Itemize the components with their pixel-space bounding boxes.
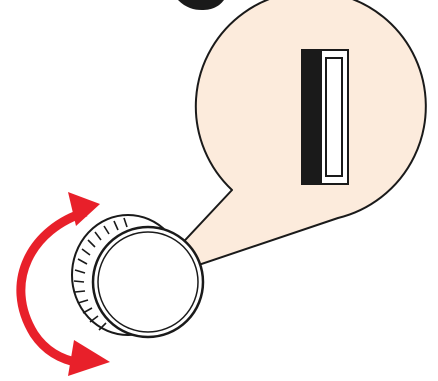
arrow-head-bottom (68, 340, 110, 376)
indicator-light-segment (326, 58, 342, 176)
knurled-knob-icon (72, 215, 203, 337)
cropped-top-glyph (178, 0, 224, 10)
indicator-dark-segment (302, 50, 322, 184)
callout-bubble (145, 0, 426, 283)
knob-face (93, 227, 203, 337)
callout-bubble-shape (145, 0, 426, 283)
vertical-bar-indicator-icon (302, 50, 348, 184)
